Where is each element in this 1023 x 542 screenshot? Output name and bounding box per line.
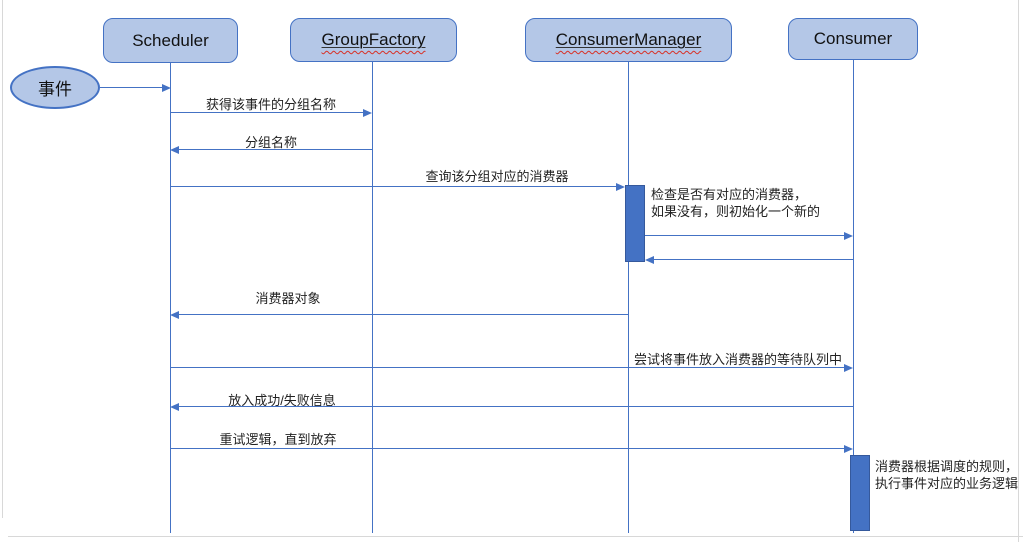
- message-label[interactable]: 获得该事件的分组名称: [205, 97, 337, 112]
- lifeline-scheduler[interactable]: [170, 62, 172, 533]
- message-label[interactable]: 分组名称: [244, 135, 298, 150]
- start-node-label: 事件: [38, 80, 72, 99]
- actor-label-consumer: Consumer: [813, 29, 893, 48]
- arrowhead-right-icon: [844, 231, 853, 240]
- activation-bar-consumermanager[interactable]: [625, 185, 645, 262]
- actor-box-consumer[interactable]: Consumer: [788, 18, 918, 60]
- start-node-event[interactable]: 事件: [10, 66, 100, 109]
- message-line[interactable]: [654, 259, 853, 261]
- arrowhead-right-icon: [844, 363, 853, 372]
- arrowhead-left-icon: [170, 310, 179, 319]
- spellcheck-squiggle: GroupFactory: [322, 30, 426, 50]
- message-line[interactable]: [645, 235, 845, 237]
- message-line[interactable]: [170, 367, 844, 369]
- message-label[interactable]: 放入成功/失败信息: [228, 393, 336, 408]
- arrowhead-right-icon: [162, 83, 171, 92]
- message-label[interactable]: 尝试将事件放入消费器的等待队列中: [633, 352, 843, 367]
- arrowhead-right-icon: [363, 108, 372, 117]
- lifeline-consumermanager[interactable]: [628, 61, 630, 533]
- message-line[interactable]: [179, 149, 372, 151]
- arrowhead-right-icon: [844, 444, 853, 453]
- message-line[interactable]: [179, 406, 853, 408]
- note-consumer-execute[interactable]: 消费器根据调度的规则， 执行事件对应的业务逻辑: [875, 459, 1019, 491]
- activation-bar-consumer[interactable]: [850, 455, 870, 531]
- message-line[interactable]: [170, 448, 844, 450]
- actor-label-consumermanager: ConsumerManager: [555, 30, 702, 49]
- arrowhead-left-icon: [645, 255, 654, 264]
- note-check-consumer[interactable]: 检查是否有对应的消费器， 如果没有，则初始化一个新的: [651, 187, 821, 219]
- canvas-edge-bottom: [8, 536, 1023, 537]
- actor-label-scheduler: Scheduler: [132, 30, 209, 50]
- start-arrow-line[interactable]: [100, 87, 163, 89]
- lifeline-consumer[interactable]: [853, 59, 855, 533]
- arrowhead-right-icon: [616, 182, 625, 191]
- spellcheck-squiggle: ConsumerManager: [556, 30, 702, 50]
- message-label[interactable]: 查询该分组对应的消费器: [425, 169, 569, 184]
- actor-label-groupfactory: GroupFactory: [321, 30, 426, 49]
- arrowhead-left-icon: [170, 402, 179, 411]
- message-line[interactable]: [179, 314, 628, 316]
- canvas-edge-left: [2, 0, 3, 518]
- lifeline-groupfactory[interactable]: [372, 61, 374, 533]
- canvas-edge-right: [1018, 0, 1019, 542]
- message-line[interactable]: [170, 186, 617, 188]
- message-label[interactable]: 重试逻辑，直到放弃: [219, 432, 337, 447]
- actor-box-scheduler[interactable]: Scheduler: [103, 18, 238, 63]
- message-label[interactable]: 消费器对象: [255, 291, 321, 306]
- arrowhead-left-icon: [170, 145, 179, 154]
- actor-box-consumermanager[interactable]: ConsumerManager: [525, 18, 732, 62]
- actor-box-groupfactory[interactable]: GroupFactory: [290, 18, 457, 62]
- message-line[interactable]: [170, 112, 364, 114]
